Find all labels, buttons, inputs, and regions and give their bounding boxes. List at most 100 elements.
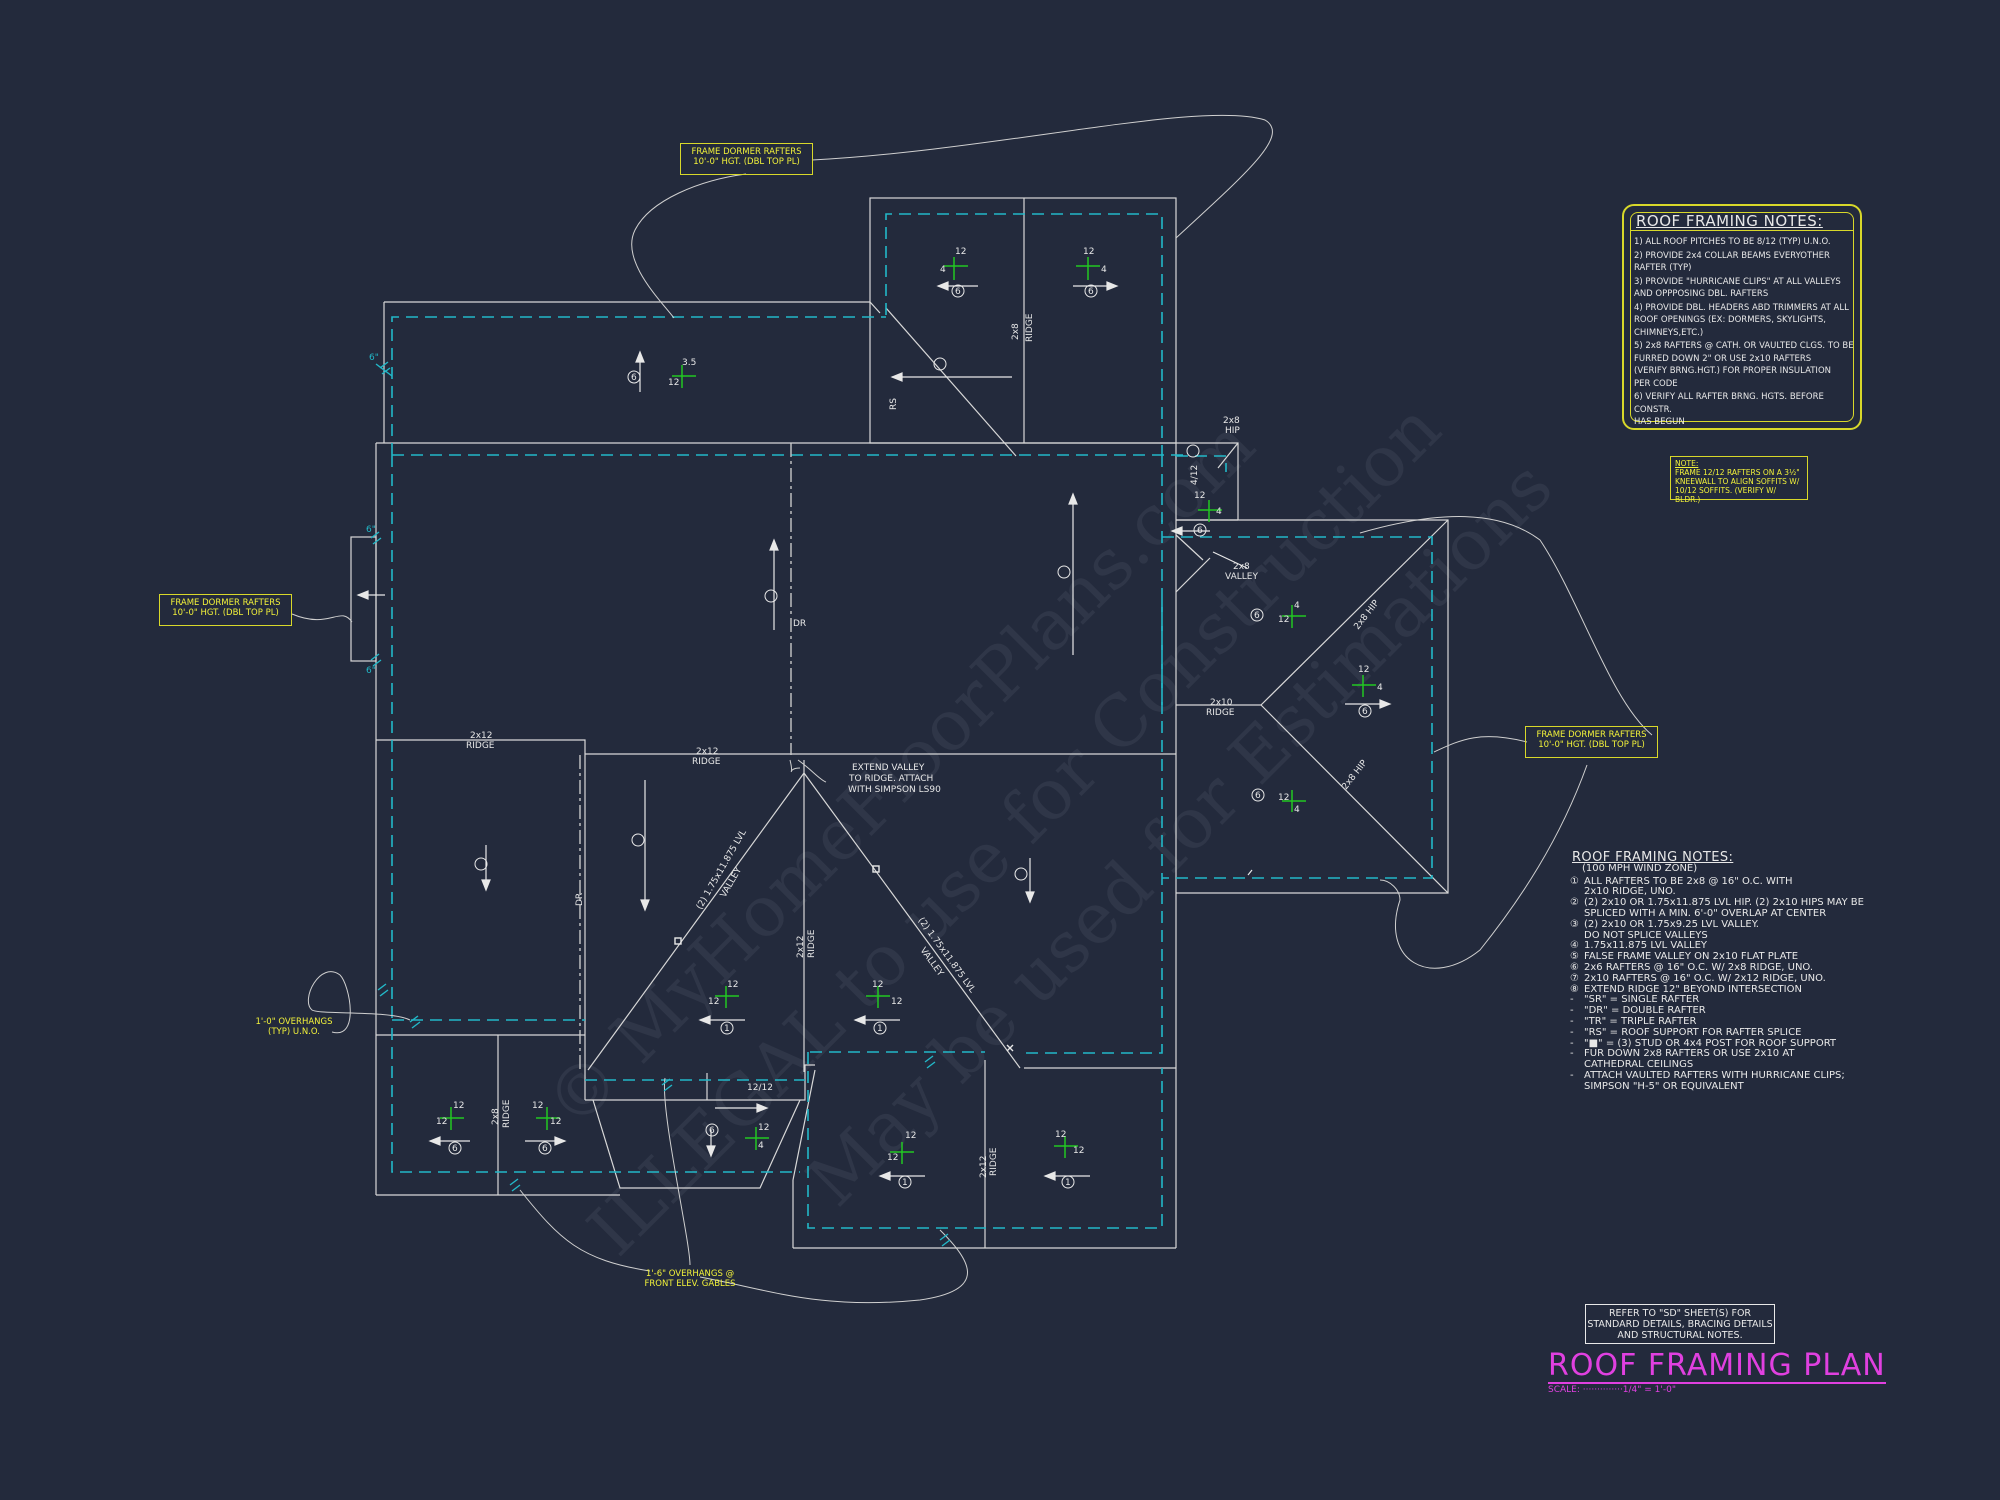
valley-label: VALLEY — [1225, 572, 1258, 582]
framing-note-markers — [474, 357, 1200, 881]
double-rafter-lines — [579, 443, 792, 1070]
notes-box-title: ROOF FRAMING NOTES: — [1636, 212, 1823, 230]
legend-subtitle: (100 MPH WIND ZONE) — [1582, 862, 1698, 874]
notes-box-frame — [1630, 212, 1854, 422]
pitch-label: 4/12 — [1190, 465, 1200, 485]
legend-item: -"■" = (3) STUD OR 4x4 POST FOR ROOF SUP… — [1570, 1037, 1837, 1049]
pitch-rise: 12 — [727, 980, 738, 990]
callout-line: 10'-0" HGT. (DBL TOP PL) — [1538, 740, 1645, 750]
ridge-label: RIDGE — [807, 929, 817, 958]
rafter-tag: 6 — [1088, 287, 1094, 297]
pitch-rise: 12 — [1055, 1130, 1066, 1140]
pitch-run: 12 — [891, 997, 902, 1007]
rafter-tag: 6 — [1362, 707, 1368, 717]
dormer-callout-right: FRAME DORMER RAFTERS 10'-0" HGT. (DBL TO… — [1525, 726, 1658, 758]
ridge-label: 2x12 — [470, 731, 493, 741]
dormer-callout-left: FRAME DORMER RAFTERS 10'-0" HGT. (DBL TO… — [159, 594, 292, 626]
pitch-run: 12 — [887, 1153, 898, 1163]
valley-label: 2x8 — [1233, 562, 1250, 572]
rafter-tag: 6 — [452, 1144, 458, 1154]
pitch-rise: 12 — [905, 1131, 916, 1141]
wall-outline — [350, 197, 1449, 1249]
callout-line: 1'-0" OVERHANGS — [255, 1017, 333, 1027]
dimension-label: 6" — [366, 666, 376, 676]
double-rafter-label: DR — [575, 893, 585, 906]
rafter-tag: 6 — [1197, 526, 1203, 536]
callout-line: FRAME DORMER RAFTERS — [691, 147, 802, 157]
notes-box-item: 3) PROVIDE "HURRICANE CLIPS" AT ALL VALL… — [1634, 276, 1841, 300]
notes-box-item: 4) PROVIDE DBL. HEADERS ABD TRIMMERS AT … — [1634, 302, 1849, 338]
leader-lines — [291, 114, 1653, 1304]
legend-item: ②(2) 2x10 OR 1.75x11.875 LVL HIP. (2) 2x… — [1570, 897, 1864, 919]
pitch-rise: 12 — [1083, 247, 1094, 257]
pitch-run: 4 — [1377, 683, 1383, 693]
roof-framing-notes-box: ROOF FRAMING NOTES: 1) ALL ROOF PITCHES … — [1622, 204, 1862, 430]
rafter-tag: 6 — [709, 1126, 715, 1136]
overhang-callout-left: 1'-0" OVERHANGS (TYP) U.N.O. — [248, 1017, 340, 1037]
overhang-dashed-lines — [391, 213, 1433, 1229]
legend-item: -"DR" = DOUBLE RAFTER — [1570, 1005, 1706, 1017]
plan-title: ROOF FRAMING PLAN — [1548, 1348, 1886, 1384]
notes-box-list: 1) ALL ROOF PITCHES TO BE 8/12 (TYP) U.N… — [1634, 236, 1856, 430]
rafter-tag: 6 — [1255, 791, 1261, 801]
pitch-symbols — [440, 257, 1376, 1164]
pitch-rise: 4 — [758, 1141, 764, 1151]
notes-box-item: 2) PROVIDE 2x4 COLLAR BEAMS EVERYOTHER R… — [1634, 250, 1830, 274]
note-extend-valley: WITH SIMPSON LS90 — [848, 785, 941, 795]
roof-support-label: RS — [889, 398, 899, 410]
overhang-break-marks — [370, 361, 951, 1247]
ridge-label: 2x12 — [696, 747, 719, 757]
pitch-rise: 12 — [532, 1101, 543, 1111]
reference-note: REFER TO "SD" SHEET(S) FOR STANDARD DETA… — [1585, 1304, 1775, 1344]
legend-title: ROOF FRAMING NOTES: — [1572, 850, 1734, 865]
pitch-run: 12 — [758, 1123, 769, 1133]
dimension-label: 6" — [366, 525, 376, 535]
watermark: © MyHomeFloorPlans.com ILLEGAL to use fo… — [530, 387, 1568, 1271]
note-extend-valley: TO RIDGE. ATTACH — [848, 774, 933, 784]
pitch-rise: 12 — [872, 980, 883, 990]
legend-item: -"RS" = ROOF SUPPORT FOR RAFTER SPLICE — [1570, 1026, 1802, 1038]
pitch-labels: 12 4 6 12 4 6 3.5 12 6 12 4 6 4 12 6 12 … — [436, 247, 1383, 1189]
legend-item: -"TR" = TRIPLE RAFTER — [1570, 1015, 1697, 1027]
pitch-run: 12 — [668, 378, 679, 388]
double-rafter-label: DR — [793, 619, 806, 629]
callout-line: 1'-6" OVERHANGS @ — [645, 1269, 735, 1279]
ridge-label: RIDGE — [692, 757, 721, 767]
ridge-label: 2x12 — [979, 1155, 989, 1178]
pitch-run: 4 — [1216, 507, 1222, 517]
rafter-tag: 6 — [631, 373, 637, 383]
ridge-label: RIDGE — [989, 1147, 999, 1176]
rafter-tag: 1 — [1065, 1178, 1071, 1188]
pitch-rise: 12 — [1194, 491, 1205, 501]
pitch-run: 12 — [1278, 793, 1289, 803]
pitch-run: 4 — [1101, 265, 1107, 275]
pitch-run: 12 — [436, 1117, 447, 1127]
notes-box-item: 1) ALL ROOF PITCHES TO BE 8/12 (TYP) U.N… — [1634, 237, 1831, 247]
rafter-tag: 6 — [542, 1144, 548, 1154]
pitch-run: 12 — [550, 1117, 561, 1127]
callout-line: FRAME DORMER RAFTERS — [170, 598, 281, 608]
hip-label: 2x8 — [1223, 416, 1240, 426]
hip-label: HIP — [1225, 426, 1240, 436]
notes-box-item: 5) 2x8 RAFTERS @ CATH. OR VAULTED CLGS. … — [1634, 341, 1854, 389]
rafter-tag: 6 — [1254, 611, 1260, 621]
rafter-tag: 1 — [902, 1178, 908, 1188]
legend-item: -"SR" = SINGLE RAFTER — [1570, 994, 1700, 1006]
ridge-label: RIDGE — [466, 741, 495, 751]
notes-box-item: 6) VERIFY ALL RAFTER BRNG. HGTS. BEFORE … — [1634, 392, 1824, 427]
callout-line: FRAME DORMER RAFTERS — [1536, 730, 1647, 740]
plan-scale: SCALE: ··············1/4" = 1'-0" — [1548, 1385, 1676, 1395]
ridge-label: RIDGE — [1025, 313, 1035, 342]
notes-box-divider — [1630, 230, 1854, 231]
pitch-label: 12/12 — [747, 1083, 773, 1093]
hip-label: 2x8 HIP — [1340, 758, 1369, 792]
pitch-rise: 12 — [453, 1101, 464, 1111]
note-text: FRAME 12/12 RAFTERS ON A 3½" KNEEWALL TO… — [1675, 468, 1800, 504]
pitch-rise: 3.5 — [682, 358, 696, 368]
